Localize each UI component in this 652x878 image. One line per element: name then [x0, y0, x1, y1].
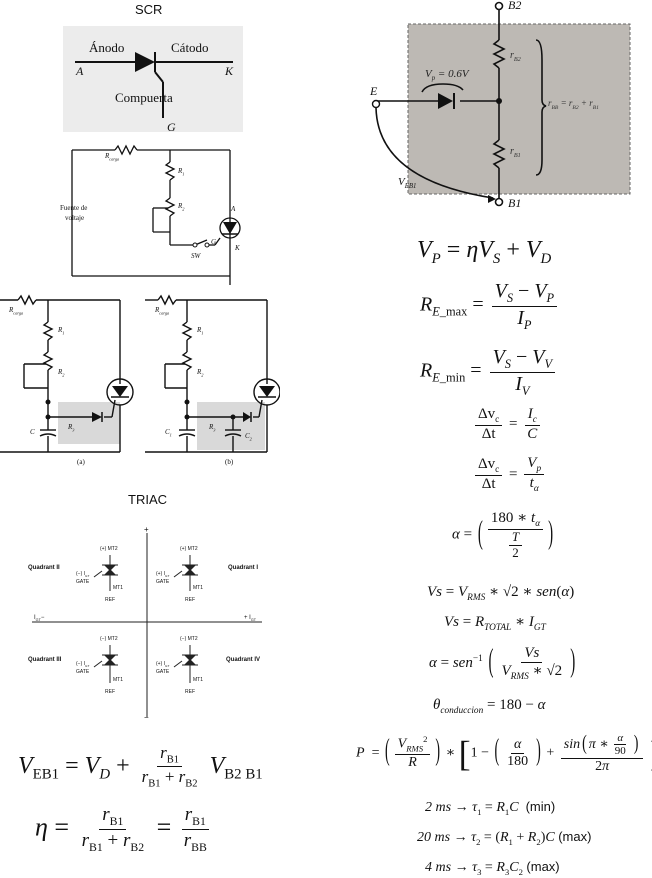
ujt-vp-label: Vp = 0.6V [425, 68, 469, 83]
circuit-b-r3: R3 [209, 423, 216, 433]
circuit-b-label: (b) [225, 458, 234, 466]
triac-plus-sign: + [144, 525, 149, 534]
triac-q2-label: Quadrant II [28, 565, 60, 571]
triac-q4-label: Quadrant IV [226, 657, 261, 663]
scr-circuit-r2: R2 [178, 202, 185, 212]
scr-circuit-sw: SW [191, 252, 201, 260]
scr-diode-triangle [135, 52, 155, 72]
scr-circuit-wires [71, 144, 241, 340]
ujt-rb2-label: rB2 [510, 50, 521, 63]
scr-anode-label: Ánodo [89, 40, 125, 55]
scr-circuit-g: G [211, 238, 217, 246]
circuit-a-r2: R2 [58, 368, 65, 378]
triac-q1-ref: REF [185, 597, 195, 603]
circuit-a-rcarga: Rcarga [9, 306, 24, 316]
scr-symbol-diagram [75, 52, 233, 118]
circuit-b-r1: R1 [197, 326, 204, 336]
scr-circuit-thyristor [223, 222, 237, 234]
ujt-circuit: B2 B1 E Vp = 0.6V rB2 rB1 rBB = rB2 + rB… [368, 0, 638, 215]
equation-vp: VP = ηVS + VD [417, 237, 552, 267]
scr-circuit-r1: R1 [178, 167, 185, 177]
ujt-e-label: E [370, 84, 378, 98]
scr-a-label: A [76, 64, 84, 78]
equation-tau1: 2 ms → τ1 = R1C (min) [425, 799, 556, 817]
triac-axis-right: + IGT [244, 615, 257, 623]
triac-q4-ref: REF [185, 689, 195, 695]
scr-k-label: K [225, 64, 234, 78]
circuit-b-c1: C1 [165, 428, 172, 438]
triac-q2-ref: REF [105, 597, 115, 603]
scr-symbol-panel: Ánodo Cátodo A K Compuerta G [63, 26, 243, 134]
circuit-b: Rcarga R1 R2 R3 C1 C2 (b) [145, 292, 281, 477]
circuit-b-r2: R2 [197, 368, 204, 378]
scr-g-label: G [167, 120, 176, 134]
triac-minus-sign: − [144, 713, 149, 722]
scr-circuit-source-line2: voltaje [65, 214, 85, 222]
triac-q2-mt1: MT1 [113, 585, 123, 591]
equation-tau3: 4 ms → τ3 = R3C2 (max) [425, 859, 560, 877]
equation-theta: θconduccion = 180 − α [433, 697, 546, 716]
circuit-a-c: C [30, 428, 35, 436]
equation-vs-rms: Vs = VRMS ∗ √2 ∗ sen(α) [427, 584, 575, 603]
ujt-rbb-label: rBB = rB2 + rB1 [548, 98, 599, 111]
triac-q4-mt1: MT1 [193, 677, 203, 683]
ujt-veb1-label: VEB1 [398, 176, 417, 191]
scr-circuit-a: A [231, 205, 236, 213]
ujt-b1-label: B1 [508, 196, 522, 210]
scr-circuit-source-line1: Fuente de [60, 204, 88, 212]
scr-circuit-rcarga: Rcarga [105, 152, 120, 162]
scr-title: SCR [135, 2, 163, 17]
triac-q1-label: Quadrant I [228, 565, 259, 571]
triac-q2-mt2: (+) MT2 [100, 546, 118, 552]
circuit-a: Rcarga R1 R2 R3 C (a) [0, 292, 140, 477]
triac-quadrant-diagram: + − IGT− + IGT Quadrant II Quadrant I Qu… [22, 525, 272, 725]
scr-circuit-k: K [235, 244, 240, 252]
triac-axis-left: IGT− [34, 615, 45, 623]
equation-tau2: 20 ms → τ2 = (R1 + R2)C (max) [417, 829, 592, 847]
triac-q3-ref: REF [105, 689, 115, 695]
triac-title: TRIAC [128, 492, 167, 507]
scr-gate-label: Compuerta [115, 90, 173, 105]
circuit-b-rcarga: Rcarga [155, 306, 170, 316]
triac-q1-mt1: MT1 [193, 585, 203, 591]
triac-q3-mt1: MT1 [113, 677, 123, 683]
ujt-b2-label: B2 [508, 0, 522, 12]
circuit-b-c2: C2 [245, 432, 252, 442]
ujt-rb1-label: rB1 [510, 146, 521, 159]
scr-circuit: Rcarga Fuente de voltaje R1 R2 SW A K G [55, 140, 275, 340]
circuit-a-r1: R1 [58, 326, 65, 336]
triac-q4-mt2: (−) MT2 [180, 636, 198, 642]
triac-q1-mt2: (+) MT2 [180, 546, 198, 552]
scr-cathode-label: Cátodo [171, 40, 209, 55]
circuit-a-label: (a) [77, 458, 85, 466]
equation-vs-rtotal: Vs = RTOTAL ∗ IGT [444, 614, 546, 633]
circuit-a-r3: R3 [68, 423, 75, 433]
triac-q3-mt2: (−) MT2 [100, 636, 118, 642]
triac-q3-label: Quadrant III [28, 657, 62, 663]
